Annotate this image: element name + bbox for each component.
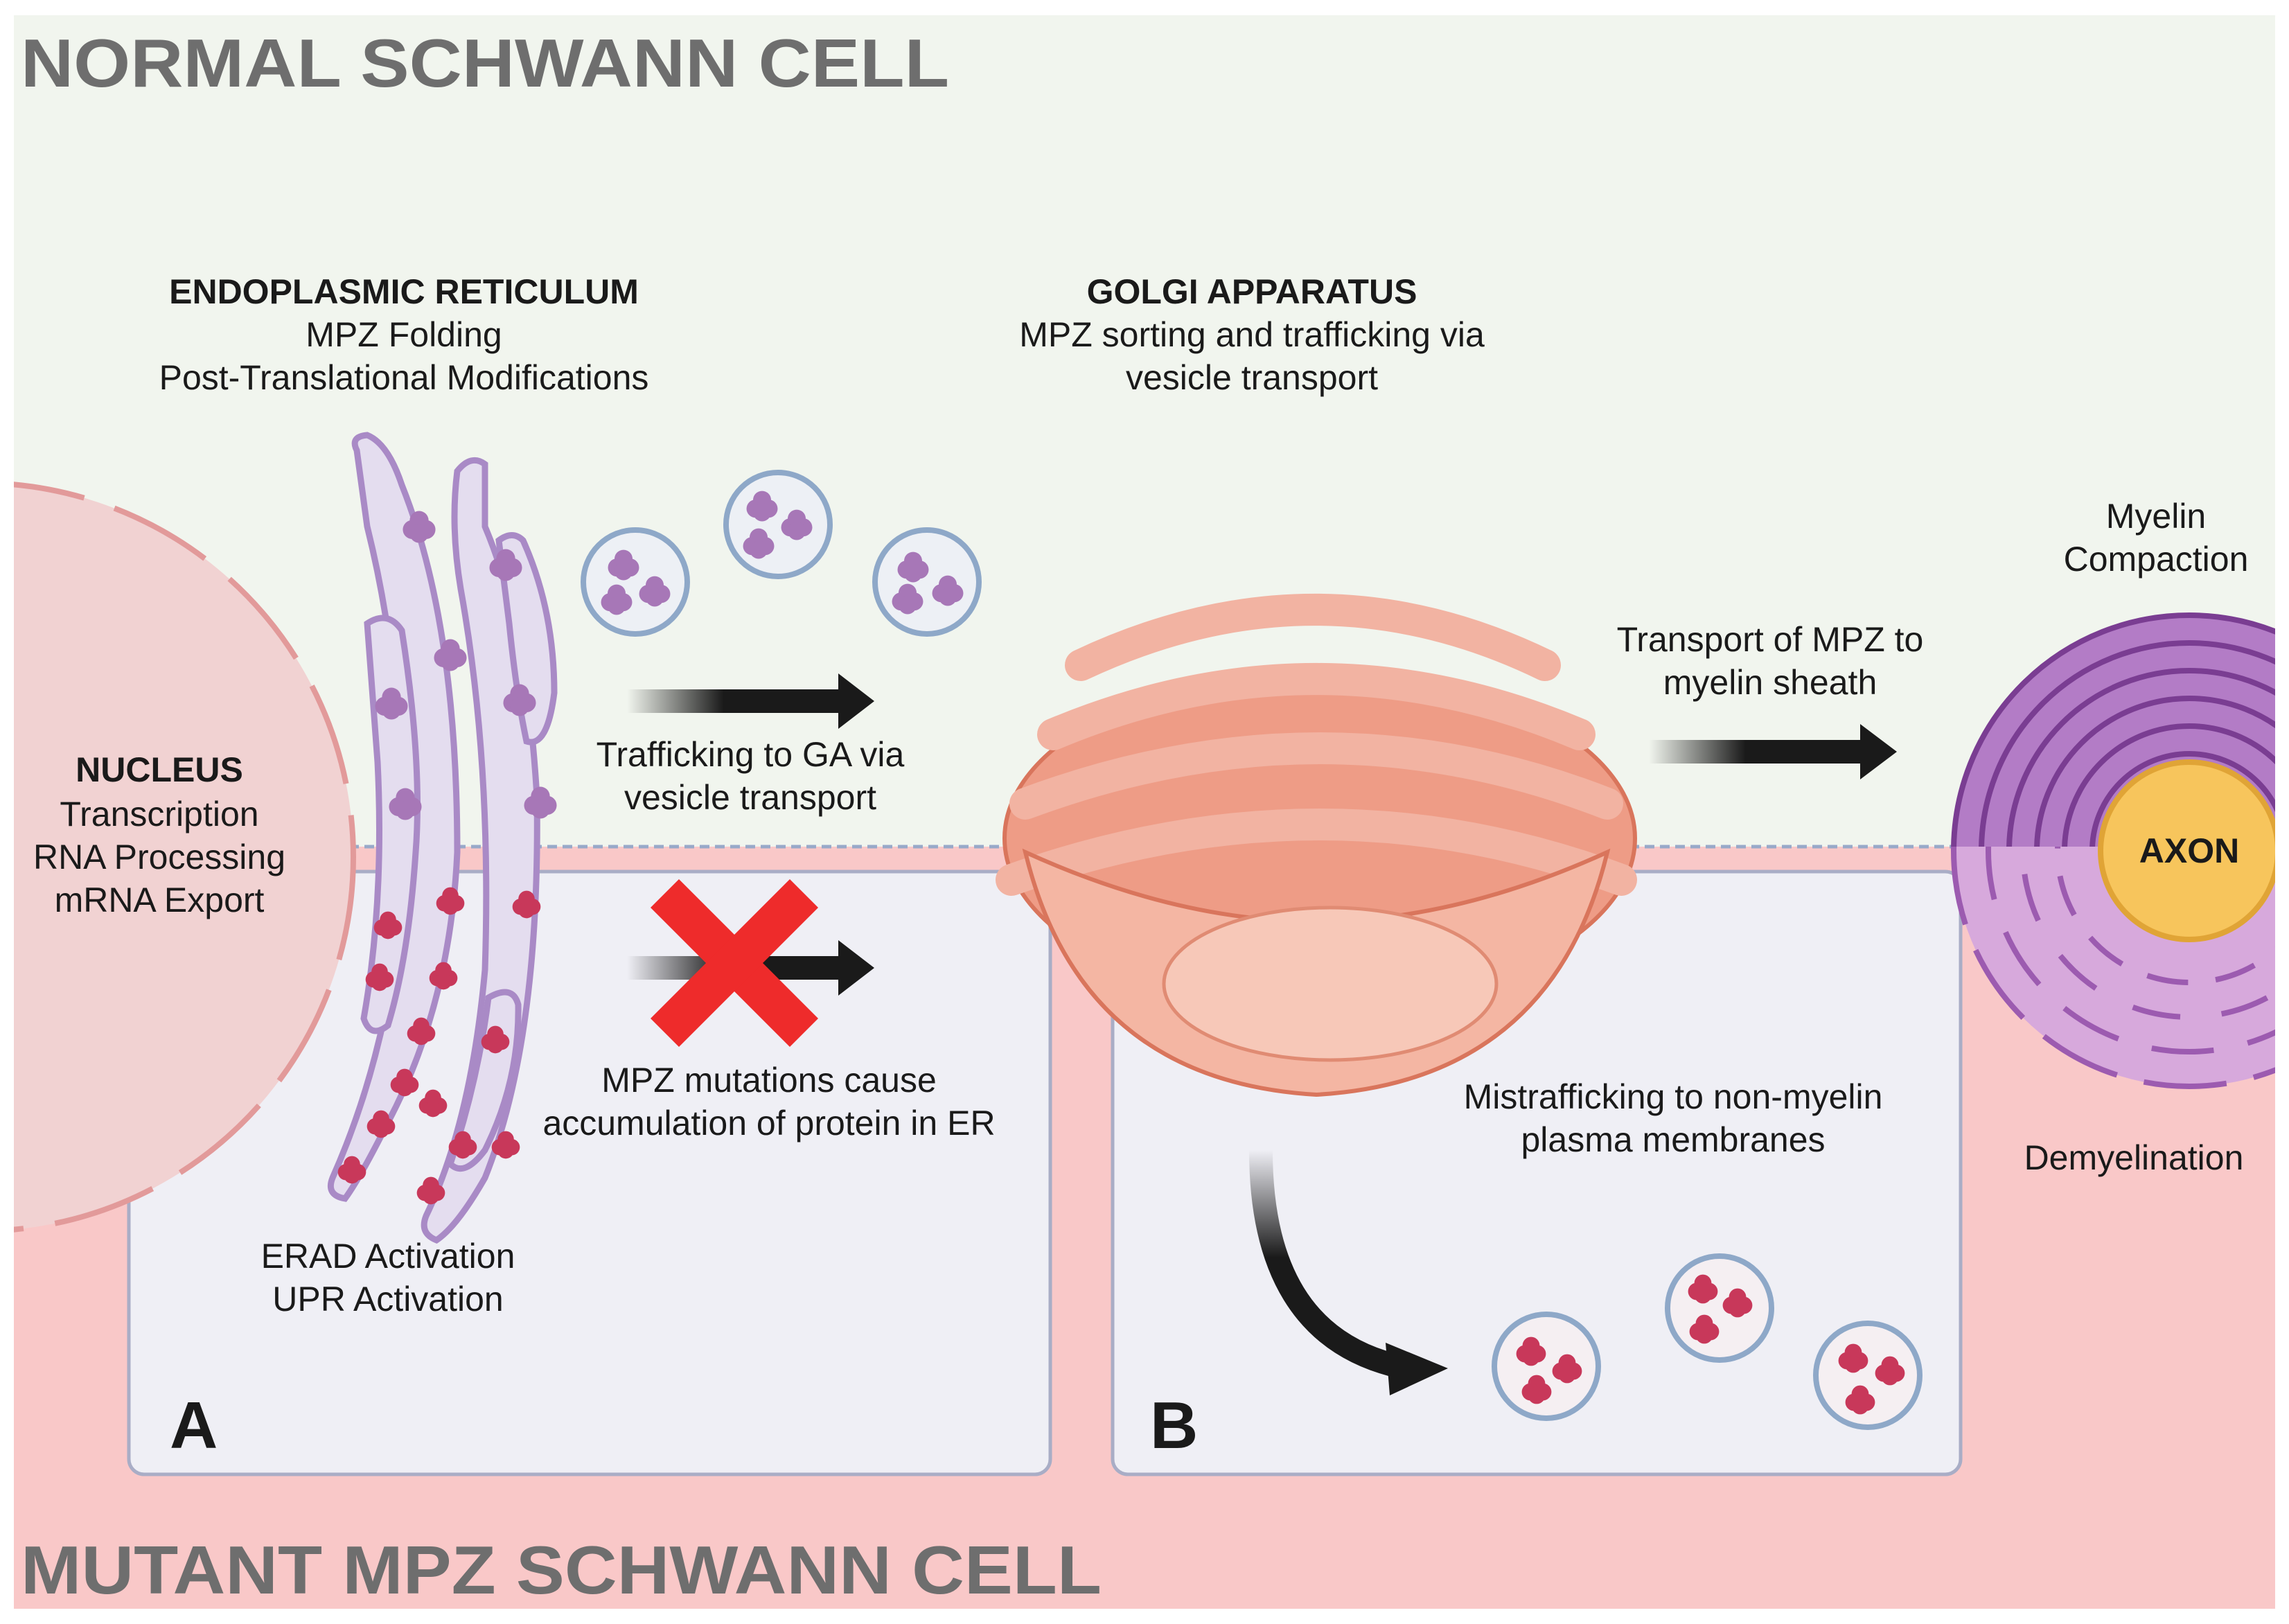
mutant-mpz-protein bbox=[390, 1068, 419, 1097]
mutant-mpz-protein bbox=[512, 890, 541, 919]
normal-mpz-protein bbox=[932, 575, 964, 606]
mutant-mpz-protein bbox=[481, 1025, 510, 1054]
mutant-mpz-protein bbox=[337, 1156, 366, 1184]
axon-icon bbox=[2098, 759, 2275, 942]
normal-mpz-protein bbox=[781, 509, 813, 540]
vesicle bbox=[1813, 1321, 1923, 1430]
mutant-mpz-protein bbox=[365, 963, 394, 991]
mutant-mpz-protein bbox=[1845, 1385, 1875, 1415]
mutant-mpz-protein bbox=[407, 1017, 436, 1045]
normal-mpz-protein bbox=[746, 491, 778, 522]
nucleus-line-1: Transcription bbox=[60, 795, 258, 833]
myelin-compaction-label-2: Compaction bbox=[2064, 540, 2249, 579]
normal-mpz-protein bbox=[389, 788, 422, 820]
nucleus-heading: NUCLEUS bbox=[76, 750, 243, 789]
endoplasmic-reticulum-icon bbox=[327, 432, 558, 1244]
trafficking-label-2: vesicle transport bbox=[624, 778, 876, 817]
transport-arrow bbox=[1649, 724, 1897, 779]
axon-label: AXON bbox=[2139, 831, 2239, 870]
mutant-mpz-protein bbox=[1516, 1336, 1546, 1366]
mutations-label-2: accumulation of protein in ER bbox=[542, 1104, 995, 1142]
mutant-mpz-protein bbox=[416, 1176, 445, 1205]
er-heading: ENDOPLASMIC RETICULUM bbox=[169, 272, 639, 311]
normal-mpz-protein bbox=[524, 786, 557, 819]
trafficking-label-1: Trafficking to GA via bbox=[596, 735, 905, 774]
normal-mpz-protein bbox=[639, 576, 671, 607]
protein-markers bbox=[337, 491, 1905, 1415]
mutant-mpz-protein bbox=[436, 887, 465, 915]
mutant-mpz-protein bbox=[1688, 1274, 1718, 1304]
upr-activation-label: UPR Activation bbox=[272, 1280, 503, 1318]
er-line-1: MPZ Folding bbox=[306, 315, 502, 354]
panel-b-label: B bbox=[1150, 1388, 1198, 1463]
normal-mpz-protein bbox=[601, 584, 633, 615]
nucleus-line-2: RNA Processing bbox=[33, 838, 285, 876]
panel-a-label: A bbox=[170, 1388, 218, 1463]
normal-mpz-protein bbox=[503, 684, 536, 716]
transport-label-2: myelin sheath bbox=[1663, 663, 1877, 702]
mutant-mpz-protein bbox=[448, 1131, 477, 1159]
vesicle bbox=[1492, 1312, 1601, 1421]
normal-cell-title: NORMAL SCHWANN CELL bbox=[21, 25, 949, 101]
mutant-cell-title: MUTANT MPZ SCHWANN CELL bbox=[21, 1532, 1102, 1608]
nucleus-icon bbox=[14, 482, 356, 1233]
mutant-mpz-protein bbox=[1875, 1356, 1905, 1386]
er-line-2: Post-Translational Modifications bbox=[159, 358, 649, 397]
normal-mpz-protein bbox=[892, 583, 923, 615]
normal-mpz-protein bbox=[434, 639, 467, 671]
vesicle bbox=[723, 470, 833, 579]
normal-mpz-protein bbox=[897, 551, 929, 583]
mutant-mpz-protein bbox=[373, 911, 403, 939]
mistrafficking-label-1: Mistrafficking to non-myelin bbox=[1464, 1077, 1883, 1116]
mutant-mpz-protein bbox=[1838, 1343, 1868, 1373]
golgi-line-1: MPZ sorting and trafficking via bbox=[1019, 315, 1485, 354]
nucleus-line-3: mRNA Export bbox=[55, 881, 265, 919]
normal-mpz-protein bbox=[375, 687, 408, 720]
trafficking-arrow bbox=[627, 673, 874, 729]
mutant-mpz-protein bbox=[1552, 1354, 1582, 1384]
mutant-mpz-protein bbox=[1689, 1314, 1720, 1344]
normal-mpz-protein bbox=[743, 528, 775, 559]
golgi-heading: GOLGI APPARATUS bbox=[1087, 272, 1417, 311]
normal-mpz-protein bbox=[489, 549, 522, 581]
vesicle bbox=[872, 527, 982, 637]
mistrafficking-arrow bbox=[1249, 1149, 1448, 1395]
mutant-mpz-protein bbox=[1521, 1375, 1552, 1404]
mutant-mpz-protein bbox=[491, 1131, 520, 1159]
normal-mpz-protein bbox=[608, 549, 639, 581]
mutant-mpz-protein bbox=[366, 1110, 396, 1138]
transport-label-1: Transport of MPZ to bbox=[1617, 620, 1924, 659]
vesicle bbox=[1665, 1253, 1774, 1363]
golgi-apparatus-icon bbox=[996, 594, 1637, 1097]
mutations-label-1: MPZ mutations cause bbox=[601, 1061, 937, 1100]
golgi-line-2: vesicle transport bbox=[1126, 358, 1378, 397]
mutant-mpz-protein bbox=[1722, 1288, 1753, 1318]
mistrafficking-label-2: plasma membranes bbox=[1521, 1120, 1825, 1159]
demyelination-label: Demyelination bbox=[2024, 1138, 2244, 1177]
mutant-mpz-protein bbox=[429, 962, 458, 990]
myelin-compaction-label-1: Myelin bbox=[2106, 497, 2206, 536]
normal-mpz-protein bbox=[403, 511, 436, 543]
mutant-mpz-protein bbox=[418, 1089, 448, 1118]
blocked-x-icon bbox=[650, 879, 819, 1048]
myelin-sheath-icon bbox=[1951, 612, 2275, 1089]
vesicle bbox=[581, 527, 690, 637]
erad-activation-label: ERAD Activation bbox=[261, 1237, 515, 1276]
